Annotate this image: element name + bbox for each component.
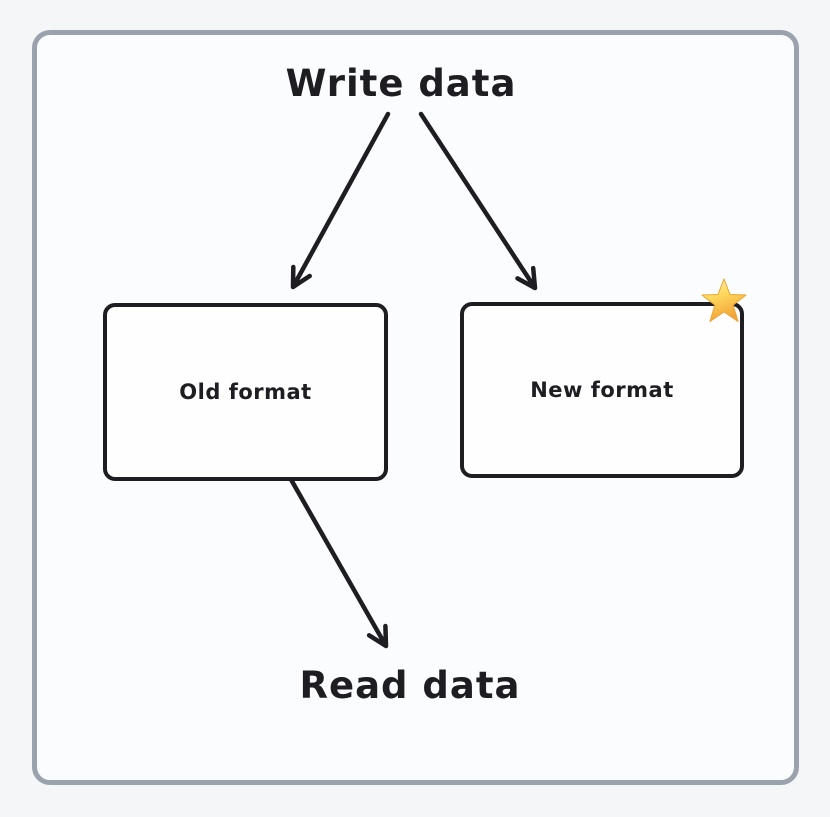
- node-old-format[interactable]: Old format: [103, 303, 388, 481]
- node-new-format[interactable]: New format: [460, 302, 744, 478]
- star-icon: [701, 278, 747, 323]
- read-data-label: Read data: [299, 664, 521, 707]
- node-new-format-label: New format: [530, 378, 674, 402]
- write-data-label: Write data: [285, 62, 517, 105]
- node-old-format-label: Old format: [179, 380, 312, 404]
